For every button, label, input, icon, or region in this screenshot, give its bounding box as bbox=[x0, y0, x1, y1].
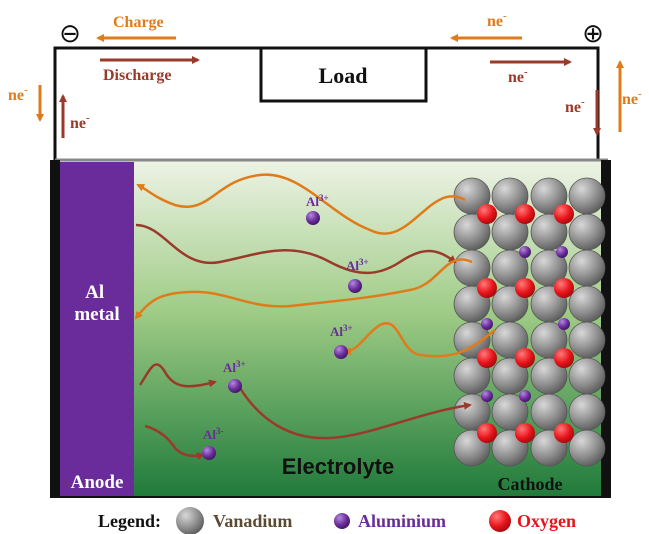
intercalated-al-ion-2 bbox=[556, 246, 568, 258]
positive-terminal-icon: ⊕ bbox=[582, 19, 604, 49]
vanadium-atom-28 bbox=[568, 393, 606, 431]
charge-ion-path-3 bbox=[343, 322, 496, 358]
legend-vanadium-icon bbox=[176, 507, 204, 534]
oxygen-atom-2 bbox=[515, 204, 535, 224]
al-ion-label-4: Al3+ bbox=[223, 359, 246, 375]
electron-label-right-discharge: ne- bbox=[565, 96, 585, 116]
oxygen-atom-3 bbox=[554, 204, 574, 224]
charge-ion-path-1 bbox=[136, 173, 466, 235]
discharge-ion-path-3 bbox=[238, 387, 472, 440]
oxygen-atom-6 bbox=[554, 278, 574, 298]
legend-title: Legend: bbox=[98, 511, 161, 531]
electron-label-top-charge: ne- bbox=[487, 10, 507, 30]
electron-label-left-discharge: ne- bbox=[70, 112, 90, 132]
load-label: Load bbox=[319, 63, 368, 88]
al-ion-label-5: Al3- bbox=[203, 426, 224, 442]
discharge-ion-path-1 bbox=[135, 223, 457, 275]
al-ion-4 bbox=[228, 379, 242, 393]
legend-vanadium-label: Vanadium bbox=[213, 511, 292, 531]
al-ion-label-2: Al3+ bbox=[346, 257, 369, 273]
anode-al-metal bbox=[60, 162, 134, 497]
charge-label: Charge bbox=[113, 14, 164, 31]
intercalated-al-ion-3 bbox=[481, 318, 493, 330]
oxygen-atom-8 bbox=[515, 348, 535, 368]
legend-aluminium-label: Aluminium bbox=[358, 511, 446, 531]
al-ion-5 bbox=[202, 446, 216, 460]
vanadium-atom-4 bbox=[568, 177, 606, 215]
anode-material-label: Al metal bbox=[74, 282, 119, 325]
vanadium-atom-16 bbox=[568, 285, 606, 323]
al-ion-2 bbox=[348, 279, 362, 293]
load-box bbox=[259, 46, 428, 103]
oxygen-atom-10 bbox=[477, 423, 497, 443]
electron-label-top-discharge: ne- bbox=[508, 66, 528, 86]
oxygen-atom-12 bbox=[554, 423, 574, 443]
anode-collector bbox=[50, 160, 60, 497]
al-ion-1 bbox=[306, 211, 320, 225]
vanadium-atom-32 bbox=[568, 429, 606, 467]
legend-aluminium-icon bbox=[334, 513, 350, 529]
vanadium-atom-8 bbox=[568, 213, 606, 251]
anode-label: Anode bbox=[71, 472, 124, 493]
intercalated-al-ion-4 bbox=[558, 318, 570, 330]
oxygen-atom-9 bbox=[554, 348, 574, 368]
al-ion-3 bbox=[334, 345, 348, 359]
oxygen-atom-5 bbox=[515, 278, 535, 298]
cathode-lattice bbox=[453, 177, 606, 467]
vanadium-atom-20 bbox=[568, 321, 606, 359]
legend-oxygen-icon bbox=[489, 510, 511, 532]
discharge-label: Discharge bbox=[103, 67, 171, 84]
intercalated-al-ion-5 bbox=[481, 390, 493, 402]
oxygen-atom-4 bbox=[477, 278, 497, 298]
oxygen-atom-7 bbox=[477, 348, 497, 368]
legend: Legend: Vanadium Aluminium Oxygen bbox=[98, 507, 576, 534]
intercalated-al-ion-1 bbox=[519, 246, 531, 258]
negative-terminal-icon: ⊖ bbox=[59, 19, 81, 49]
free-ions: Al3+ Al3+ Al3+ Al3+ Al3- bbox=[202, 193, 369, 460]
cathode-label: Cathode bbox=[497, 474, 562, 494]
electron-label-left-charge: ne- bbox=[8, 84, 28, 104]
electron-label-right-charge: ne- bbox=[622, 88, 642, 108]
intercalated-al-ion-6 bbox=[519, 390, 531, 402]
vanadium-atom-12 bbox=[568, 249, 606, 287]
al-ion-label-3: Al3+ bbox=[330, 323, 353, 339]
electrolyte-label: Electrolyte bbox=[282, 454, 395, 479]
discharge-ion-path-4 bbox=[144, 424, 205, 461]
oxygen-atom-1 bbox=[477, 204, 497, 224]
oxygen-atom-11 bbox=[515, 423, 535, 443]
al-ion-label-1: Al3+ bbox=[306, 193, 329, 209]
vanadium-atom-24 bbox=[568, 357, 606, 395]
cathode-collector bbox=[601, 160, 611, 497]
charge-ion-path-2 bbox=[134, 258, 473, 320]
discharge-ion-path-2 bbox=[138, 363, 217, 388]
legend-oxygen-label: Oxygen bbox=[517, 511, 576, 531]
ion-flow-arrows bbox=[134, 173, 496, 461]
